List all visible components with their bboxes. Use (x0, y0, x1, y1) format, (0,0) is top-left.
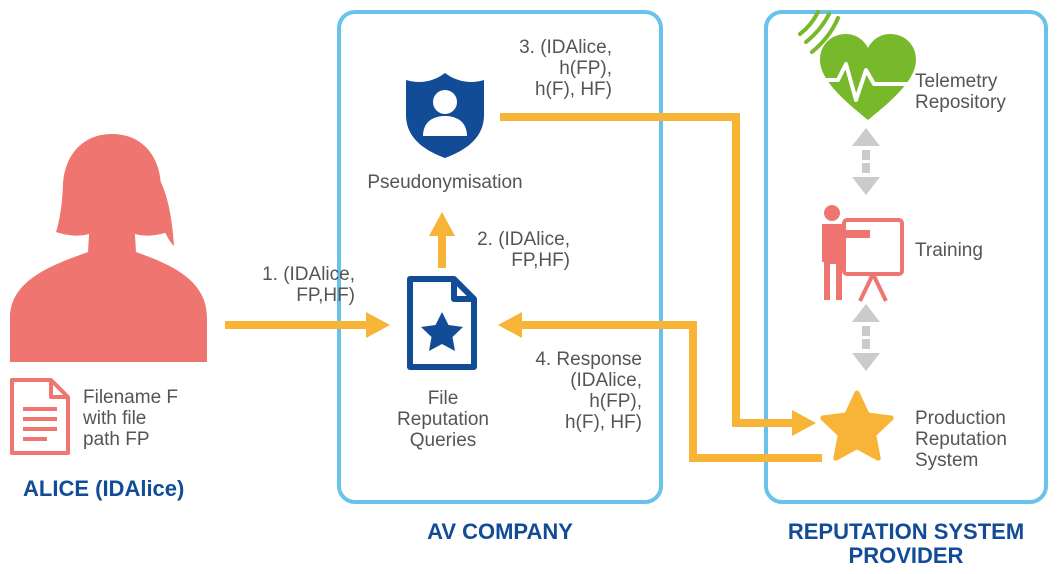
star-icon (820, 390, 894, 461)
flow-arrow-3 (500, 113, 816, 436)
provider-box (764, 10, 1048, 504)
provider-title: REPUTATION SYSTEM PROVIDER (787, 519, 1025, 568)
pseudonymisation-label: Pseudonymisation (367, 172, 523, 193)
step3-label: 3. (IDAlice, h(FP), h(F), HF) (519, 37, 612, 100)
av-company-title: AV COMPANY (427, 519, 573, 544)
heart-pulse-icon (798, 10, 916, 120)
step4-label: 4. Response (IDAlice, h(FP), h(F), HF) (535, 349, 642, 433)
flow-arrow-4 (498, 312, 822, 462)
flow-arrow-1 (225, 312, 390, 338)
alice-title: ALICE (IDAlice) (23, 476, 185, 501)
telemetry-training-arrow (852, 128, 880, 195)
training-production-arrow (852, 304, 880, 371)
shield-user-icon (406, 73, 484, 158)
training-label: Training (915, 240, 983, 261)
alice-file-label: Filename F with file path FP (83, 387, 179, 450)
telemetry-label: Telemetry Repository (915, 71, 1006, 113)
flow-arrow-2 (429, 212, 455, 268)
av-company-box (337, 10, 663, 504)
trainer-board-icon (822, 205, 904, 302)
person-silhouette-icon (10, 134, 207, 362)
production-label: Production Reputation System (915, 408, 1007, 471)
file-reputation-label: File Reputation Queries (397, 388, 489, 451)
step1-label: 1. (IDAlice, FP,HF) (262, 264, 355, 306)
step2-label: 2. (IDAlice, FP,HF) (477, 229, 570, 271)
file-star-icon (407, 276, 477, 370)
document-icon (10, 378, 70, 455)
